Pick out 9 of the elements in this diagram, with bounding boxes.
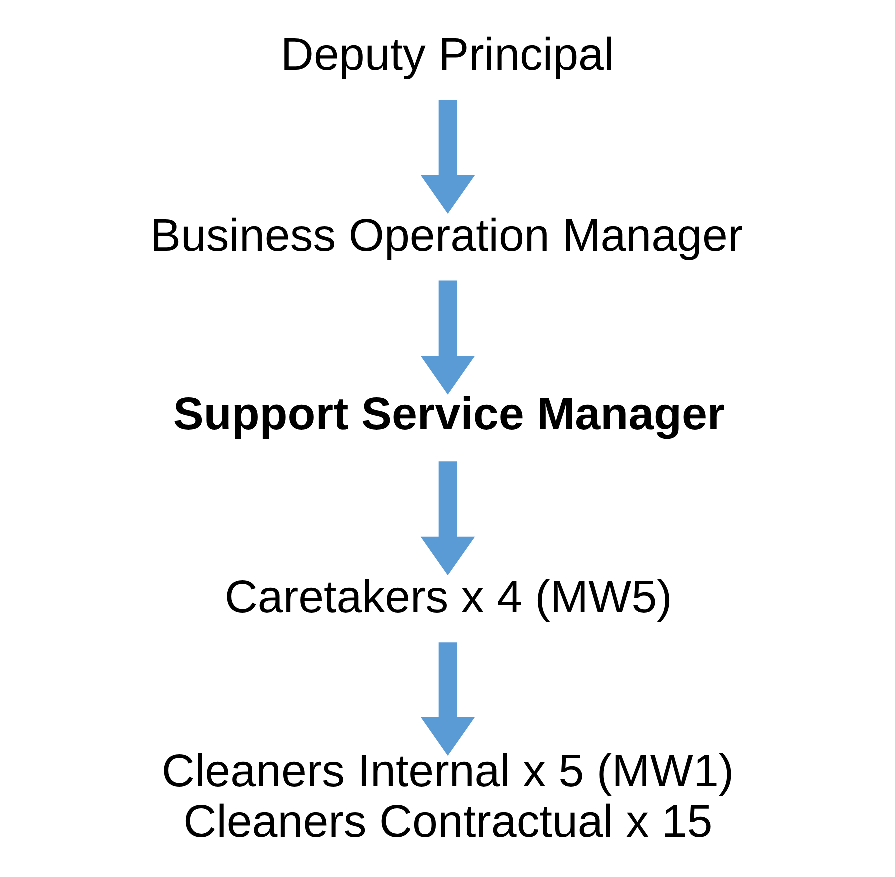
arrow (420, 462, 475, 576)
node-text: Caretakers x 4 (MW5) (224, 571, 672, 622)
arrow (420, 280, 475, 395)
arrow (420, 100, 475, 214)
node-text: Support Service Manager (172, 388, 725, 440)
node-text: Deputy Principal (280, 29, 614, 80)
node-text: Cleaners Internal x 5 (MW1) Cleaners Contractual x 15 (161, 745, 734, 847)
node-text: Business Operation Manager (150, 210, 743, 261)
arrow (420, 642, 475, 756)
